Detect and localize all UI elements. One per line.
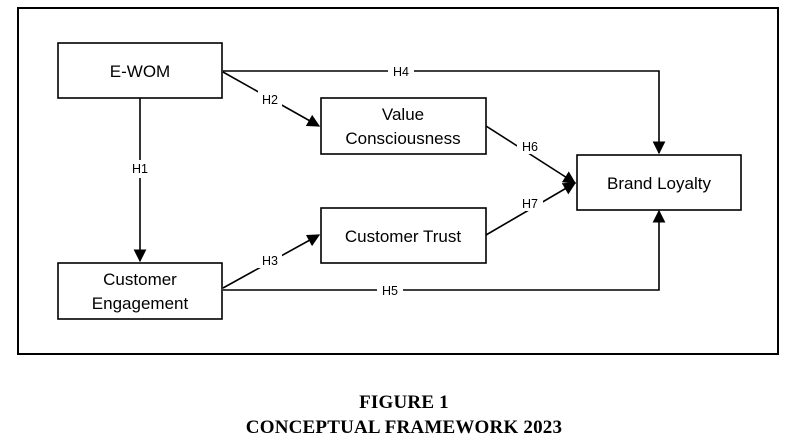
h4-arrow xyxy=(223,70,666,155)
outer-frame xyxy=(17,7,779,355)
node-customer-trust: Customer Trust xyxy=(320,207,487,264)
figure-title: CONCEPTUAL FRAMEWORK 2023 xyxy=(245,417,563,438)
brand-loyalty-label: Brand Loyalty xyxy=(607,174,711,193)
node-value-consciousness: Value Consciousness xyxy=(320,97,487,155)
ewom-label: E-WOM xyxy=(110,62,170,81)
figure-number: FIGURE 1 xyxy=(359,392,449,413)
node-ewom: E-WOM xyxy=(57,42,223,99)
customer-trust-label: Customer Trust xyxy=(345,227,461,246)
h2-label: H2 xyxy=(262,93,278,107)
h5-label: H5 xyxy=(382,284,398,298)
node-brand-loyalty: Brand Loyalty xyxy=(576,154,742,211)
h7-label: H7 xyxy=(522,197,538,211)
h3-label: H3 xyxy=(262,254,278,268)
hypothesis-labels: H1 H2 H3 H4 H5 H6 H7 xyxy=(128,63,543,298)
connectors xyxy=(133,70,666,291)
h4-label: H4 xyxy=(393,65,409,79)
h6-arrow xyxy=(485,125,577,184)
value-consciousness-line1: Value xyxy=(382,105,424,124)
h1-label: H1 xyxy=(132,162,148,176)
node-customer-engagement: Customer Engagement xyxy=(57,262,223,320)
customer-engagement-line1: Customer xyxy=(103,270,177,289)
customer-engagement-line2: Engagement xyxy=(92,294,189,313)
value-consciousness-line2: Consciousness xyxy=(345,129,460,148)
h5-arrow xyxy=(223,209,666,291)
h6-label: H6 xyxy=(522,140,538,154)
